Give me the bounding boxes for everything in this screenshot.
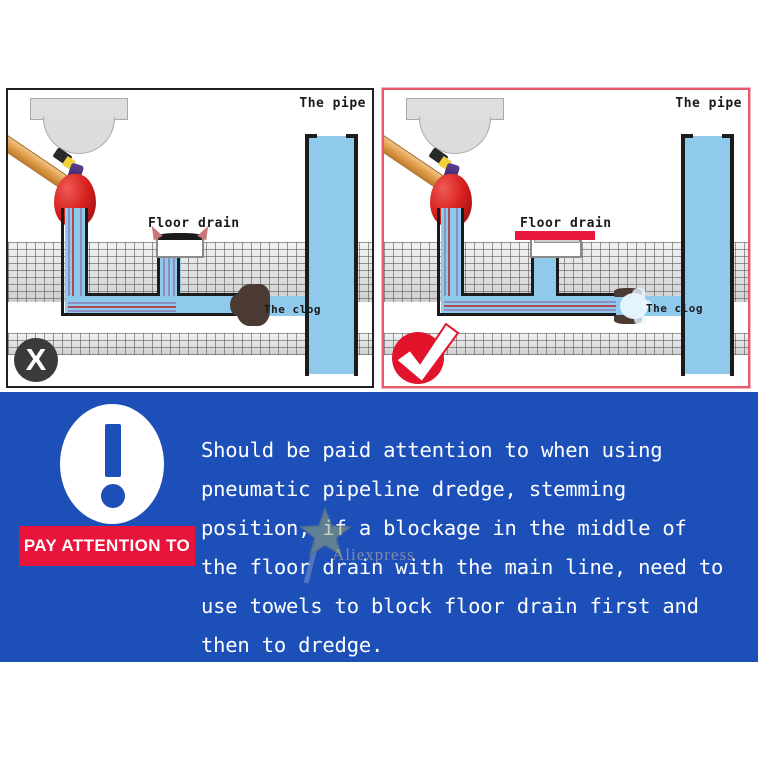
clog-blob-wrong-edge (230, 294, 246, 316)
air-burst-spark-2 (634, 314, 646, 325)
riser-cap-left-wrong (305, 134, 317, 138)
label-the-pipe-correct: The pipe (675, 96, 742, 111)
mainline-wall-top-a-wrong (85, 293, 180, 296)
riser-wall-right-wrong (354, 134, 358, 376)
drain-stack-wall-right-correct (556, 238, 559, 296)
scene-correct: The pipe Floor drain The clog (384, 90, 748, 386)
clog-remnant-bottom-correct (614, 315, 642, 324)
drain-stack-wall-left-wrong (157, 238, 160, 296)
drain-stack-line-b (168, 238, 170, 296)
concrete-slab-lower-2 (384, 333, 748, 355)
exclamation-bar (105, 424, 121, 477)
downpipe-inner-line-a (68, 208, 70, 316)
downpipe-inner-line-c (80, 208, 82, 316)
riser-wall-right-correct (730, 134, 734, 376)
drain-stack-wall-left-correct (531, 238, 534, 296)
air-burst-spark-3 (642, 300, 652, 309)
mainline-wall-top-b-correct (559, 293, 616, 296)
mainline-inner-line-a (68, 302, 176, 304)
riser-cap-right-wrong (346, 134, 358, 138)
diagram-panel-wrong: The pipe Floor drain The clog X (6, 88, 374, 388)
label-the-pipe-wrong: The pipe (299, 96, 366, 111)
label-the-clog-correct: The clog (646, 302, 703, 315)
downpipe-wall-left-wrong (61, 208, 64, 316)
drain-stack-line-c (173, 238, 175, 296)
riser-water-wrong (309, 136, 354, 374)
check-icon (394, 322, 460, 384)
mainline-wall-top-b-wrong (180, 293, 240, 296)
pressure-line-a (444, 301, 619, 303)
riser-wall-left-wrong (305, 134, 309, 376)
downpipe-inner-line-a2 (444, 208, 446, 316)
downpipe-wall-right-wrong (85, 208, 88, 316)
riser-wall-left-correct (681, 134, 685, 376)
downpipe-wall-right-correct (461, 208, 464, 316)
pay-attention-badge: PAY ATTENTION TO (19, 526, 195, 566)
downpipe-inner-line-c2 (456, 208, 458, 316)
label-floor-drain-correct: Floor drain (520, 216, 612, 231)
verdict-badge-wrong: X (14, 338, 58, 382)
pressure-line-b (444, 305, 619, 307)
downpipe-inner-line-b (72, 208, 74, 316)
pressure-line-c (444, 309, 619, 311)
mainline-wall-bottom-wrong (61, 313, 273, 316)
mainline-wall-bottom-correct (437, 313, 649, 316)
drain-stack-wall-right-wrong (177, 238, 180, 296)
towel-blocking-drain (515, 231, 595, 240)
floor-drain-lid-wrong (158, 233, 202, 240)
diagram-comparison-row: The pipe Floor drain The clog X (0, 87, 758, 392)
drain-stack-line-a (163, 238, 165, 296)
mainline-inner-line-c (68, 310, 176, 312)
riser-cap-left-correct (681, 134, 693, 138)
concrete-slab-lower (8, 333, 372, 355)
air-burst-spark-1 (632, 288, 646, 300)
riser-water-correct (685, 136, 730, 374)
diagram-panel-correct: The pipe Floor drain The clog (381, 87, 751, 389)
exclamation-dot (101, 484, 125, 508)
downpipe-wall-left-correct (437, 208, 440, 316)
verdict-badge-correct (392, 322, 460, 384)
riser-cap-right-correct (722, 134, 734, 138)
exclamation-mark-icon (60, 404, 164, 524)
label-floor-drain-wrong: Floor drain (148, 216, 240, 231)
mainline-wall-top-a-correct (461, 293, 556, 296)
attention-note-text: Should be paid attention to when using p… (201, 437, 724, 657)
downpipe-inner-line-b2 (448, 208, 450, 316)
scene-wrong: The pipe Floor drain The clog X (8, 90, 372, 386)
floor-drain-frame-wrong (156, 238, 204, 258)
label-the-clog-wrong: The clog (264, 303, 321, 316)
mainline-inner-line-b (68, 306, 176, 308)
clog-remnant-top-correct (614, 288, 642, 297)
